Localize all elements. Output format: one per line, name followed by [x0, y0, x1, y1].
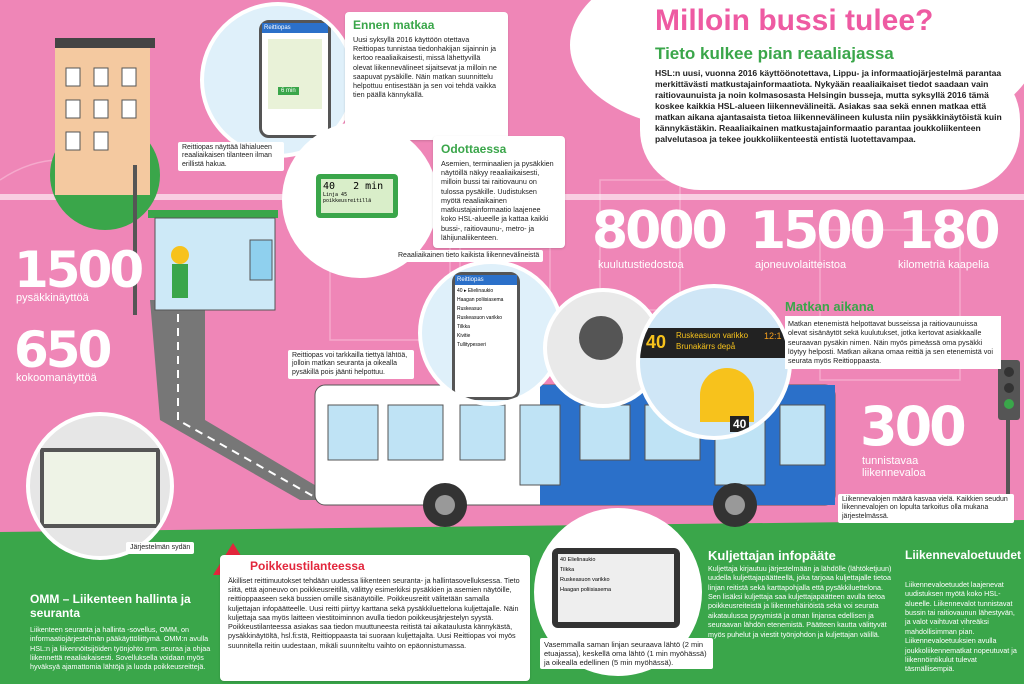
eta-badge: 6 min: [278, 87, 299, 95]
stop-item: Ruskeasuon varikko: [457, 315, 503, 321]
stop-item: Ruskeasuo: [457, 306, 483, 312]
stat-label: kokoomanäyttöä: [16, 372, 97, 384]
stop-item: Haagan poliisiasema: [457, 297, 504, 303]
section-title: OMM – Liikenteen hallinta ja seuranta: [30, 592, 191, 621]
label-driver-screen: Vasemmalla saman linjan seuraava lähtö (…: [540, 638, 713, 669]
section-title: Liikennevaloetuudet: [905, 548, 1022, 562]
terminal-circle: 40 Elielinaukio Tilkka Ruskeasuon varikk…: [534, 508, 702, 676]
stop-item: Tilkka: [457, 324, 470, 330]
phone-map: 6 min: [268, 39, 322, 109]
phone: Reittiopas 40 ▸ Elielinaukio Haagan poli…: [452, 272, 520, 400]
terminal-stop: Tilkka: [560, 566, 575, 573]
section-text: Asemien, terminaalien ja pysäkkien näytö…: [441, 159, 554, 242]
phone-circle: Reittiopas 6 min: [200, 2, 356, 158]
terminal-stop: Haagan poliisiasema: [560, 586, 612, 593]
stat-value: 1500: [14, 241, 144, 299]
label-reittiopas-follow: Reittiopas voi tarkkailla tiettyä lähtöä…: [288, 350, 414, 380]
display-line: 40: [323, 181, 336, 192]
intro-text: HSL:n uusi, vuonna 2016 käyttöönotettava…: [655, 68, 1002, 144]
bus-number: 40: [730, 416, 750, 432]
section-aikana-text: Matkan etenemistä helpottavat busseissa …: [785, 316, 1001, 369]
omm-circle: [26, 412, 174, 560]
page-title: Milloin bussi tulee?: [655, 4, 934, 37]
label-realtime: Reaaliaikainen tieto kaikista liikennevä…: [394, 250, 544, 263]
section-text: Liikennevaloetuudet laajenevat uudistuks…: [905, 580, 1017, 674]
terminal-stop: 40 Elielinaukio: [560, 557, 596, 563]
display-sub: Linja 45 poikkeusreitillä: [323, 192, 372, 204]
section-title: Odottaessa: [441, 142, 507, 156]
stop-item: Tullitypesseri: [457, 342, 486, 348]
bus-sign-number: 40: [646, 332, 667, 352]
stat-value: 180: [898, 201, 1001, 261]
stop-item: 40 ▸ Elielinaukio: [457, 288, 494, 294]
label-reittiopas-map: Reittiopas näyttää lähialueen reaaliaika…: [178, 142, 284, 172]
stat-value: 1500: [750, 201, 886, 261]
driver-helmet-icon: [700, 368, 754, 422]
section-odottaessa: Odottaessa Asemien, terminaalien ja pysä…: [433, 136, 565, 248]
stat-label: kilometriä kaapelia: [898, 259, 990, 271]
section-text: Liikenteen seuranta ja hallinta -sovellu…: [30, 625, 211, 672]
display-time: 2 min: [353, 181, 384, 192]
driver-terminal: 40 Elielinaukio Tilkka Ruskeasuon varikk…: [552, 548, 680, 628]
section-text: Kuljettaja kirjautuu järjestelmään ja lä…: [708, 564, 892, 639]
stat-label: ajoneuvolaitteistoa: [755, 259, 847, 271]
section-title: Poikkeustilanteessa: [250, 559, 365, 573]
section-text: Uusi syksyllä 2016 käyttöön otettava Rei…: [353, 35, 497, 100]
stat-label: tunnistavaa liikennevaloa: [862, 455, 926, 479]
section-poikkeus: Poikkeustilanteessa Äkilliset reittimuut…: [220, 555, 530, 681]
monitor: [40, 448, 160, 528]
label-valot-note: Liikennevalojen määrä kasvaa vielä. Kaik…: [838, 494, 1014, 524]
section-ennen: Ennen matkaa Uusi syksyllä 2016 käyttöön…: [345, 12, 508, 140]
phone-header: Reittiopas: [455, 275, 517, 285]
phone-circle: Reittiopas 40 ▸ Elielinaukio Haagan poli…: [418, 260, 564, 406]
stop-display: 40 2 min Linja 45 poikkeusreitillä: [316, 174, 398, 218]
phone: Reittiopas 6 min: [259, 20, 331, 138]
section-title: Kuljettajan infopääte: [708, 548, 836, 563]
bus-sign-time: 12:1: [764, 331, 782, 341]
cloud: [640, 60, 1020, 190]
speaker-icon: [579, 316, 623, 360]
page-subtitle: Tieto kulkee pian reaaliajassa: [655, 44, 894, 63]
bus-sign: 40 Ruskeasuon varikko Brunakärrs depå 12…: [640, 328, 788, 358]
stat-label: kuulutustiedostoa: [598, 259, 684, 271]
label-jarjestelma: Järjestelmän sydän: [126, 542, 195, 555]
stat-value: 300: [860, 395, 967, 458]
section-title: Ennen matkaa: [353, 18, 435, 32]
terminal-stop: Ruskeasuon varikko: [560, 576, 610, 583]
stat-value: 650: [14, 321, 112, 379]
section-title: Matkan aikana: [785, 299, 874, 314]
stat-value: 8000: [592, 201, 728, 261]
bus-sign-destination: Ruskeasuon varikko: [676, 331, 749, 340]
phone-header: Reittiopas: [262, 23, 328, 33]
section-text: Äkilliset reittimuutokset tehdään uudess…: [228, 576, 520, 650]
stop-item: Kivitie: [457, 333, 471, 339]
bus-sign-destination-sv: Brunakärrs depå: [676, 342, 736, 351]
bus-sign-circle: 40 Ruskeasuon varikko Brunakärrs depå 12…: [636, 284, 792, 440]
stat-label: pysäkkinäyttöä: [16, 292, 89, 304]
